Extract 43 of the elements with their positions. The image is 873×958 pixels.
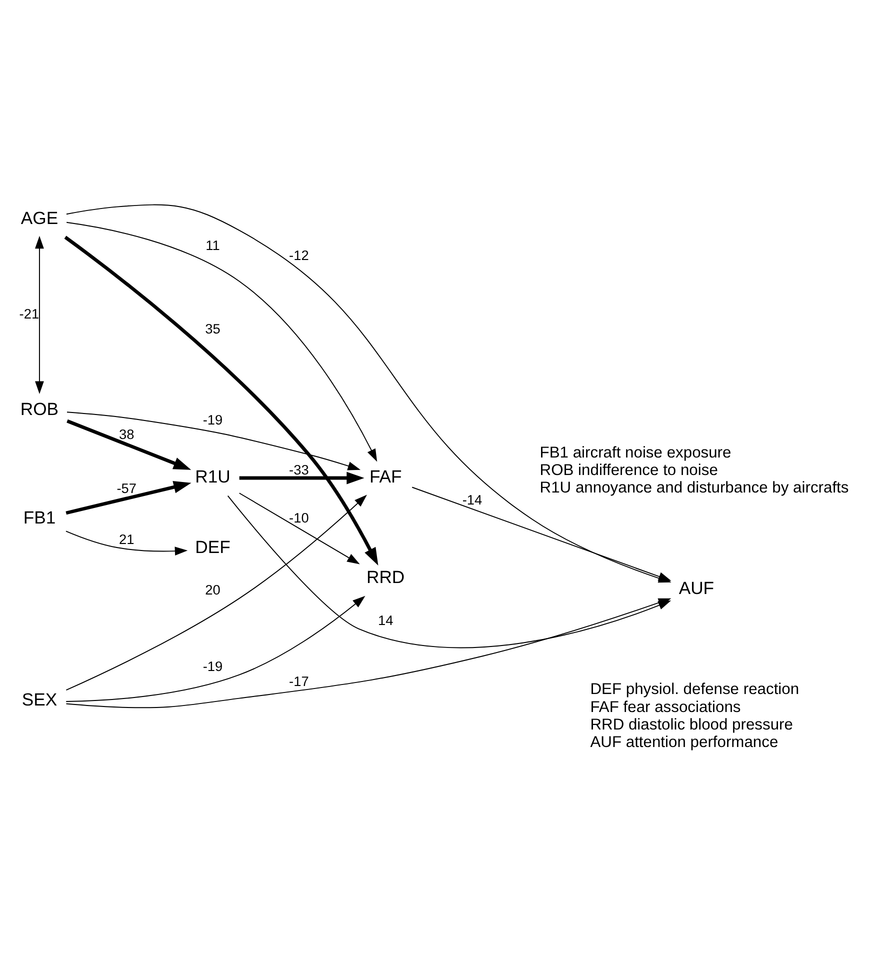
node-text: ROB	[20, 398, 59, 419]
node-text: AGE	[20, 208, 58, 228]
node-text: R1U	[195, 466, 230, 486]
arrow	[412, 486, 672, 581]
arrow	[239, 472, 364, 484]
edge-label: 21	[119, 532, 134, 547]
arrow	[66, 419, 192, 470]
edge-label: -19	[202, 412, 223, 428]
arrow	[64, 236, 378, 566]
arrow	[238, 492, 360, 564]
edge-label: -19	[202, 659, 223, 674]
edge-label: -33	[289, 462, 309, 478]
edge-label: -17	[289, 674, 309, 689]
node-text: SEX	[22, 690, 58, 710]
label: RRD diastolic blood pressure	[590, 716, 793, 734]
node-text: RRD	[366, 567, 405, 588]
label: DEF physiol. defense reaction	[590, 681, 800, 698]
edge-label: -10	[289, 510, 309, 526]
node-text: FAF	[369, 466, 402, 486]
edge-label: -57	[116, 480, 137, 496]
arrow	[35, 236, 44, 394]
edge-label: -14	[462, 492, 482, 508]
arrow	[66, 494, 367, 691]
arrow	[66, 530, 188, 556]
label: FB1 aircraft noise exposure	[540, 444, 732, 462]
node-text: DEF	[195, 536, 230, 557]
edge-label: 20	[205, 582, 220, 598]
arrow	[66, 596, 366, 702]
edge-label: -12	[289, 248, 309, 263]
edge-label: 35	[205, 321, 220, 336]
edge-label: 11	[206, 238, 220, 254]
arrow	[66, 412, 361, 470]
label: R1U annoyance and disturbance by aircrafts	[540, 480, 849, 497]
arrow	[66, 481, 192, 515]
edge-label: 38	[119, 427, 134, 442]
label: AUF attention performance	[590, 734, 778, 752]
arrow	[66, 222, 378, 462]
label: FAF fear associations	[590, 698, 741, 716]
node-text: FB1	[23, 507, 56, 528]
edge-label: -21	[19, 306, 40, 322]
edge-label: 14	[378, 613, 394, 628]
node-text: AUF	[678, 578, 714, 598]
label: ROB indifference to noise	[540, 462, 718, 479]
